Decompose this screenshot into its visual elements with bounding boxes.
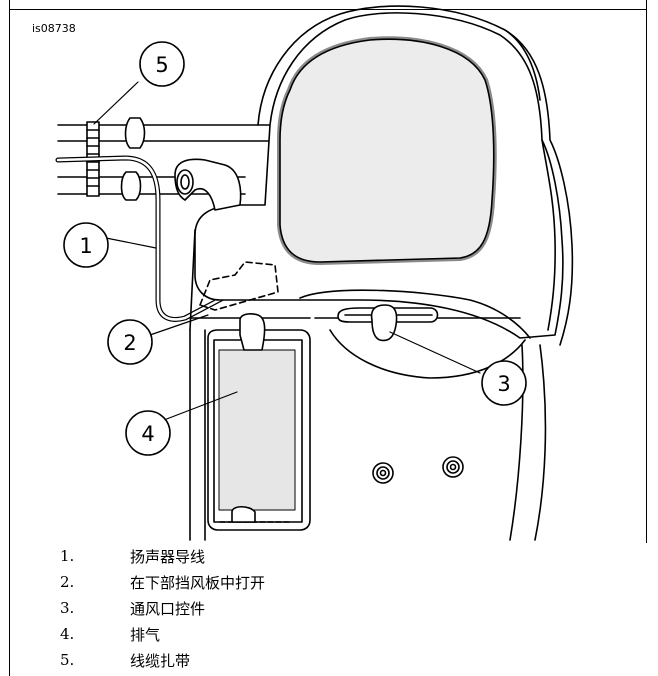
legend-number: 1. xyxy=(60,547,75,565)
legend-item: 3. 通风口控件 xyxy=(60,595,620,621)
figure-legend: 1. 扬声器导线 2. 在下部挡风板中打开 3. 通风口控件 4. 排气 5. … xyxy=(60,543,620,673)
callout-5-circle xyxy=(139,41,185,87)
callout-4-label: 4 xyxy=(141,422,154,446)
callout-circles xyxy=(63,41,527,456)
legend-number: 3. xyxy=(60,599,75,617)
frame-right-border xyxy=(646,0,647,543)
fairing-illustration: 5 1 2 3 4 xyxy=(55,5,574,541)
callout-2-label: 2 xyxy=(123,331,136,355)
speaker-wire xyxy=(55,155,283,322)
fairing-window xyxy=(277,36,497,265)
callout-3-label: 3 xyxy=(497,372,510,396)
tube-clamp xyxy=(174,158,242,211)
legend-number: 2. xyxy=(60,573,75,591)
callout-1-circle xyxy=(63,222,109,268)
lower-fairing-opening xyxy=(199,261,279,311)
legend-text: 在下部挡风板中打开 xyxy=(130,573,266,592)
vent-control xyxy=(337,304,439,342)
legend-item: 5. 线缆扎带 xyxy=(60,647,620,673)
legend-item: 1. 扬声器导线 xyxy=(60,543,620,569)
fairing-bolts xyxy=(372,456,464,484)
legend-number: 4. xyxy=(60,625,75,643)
frame-left-border xyxy=(9,0,10,676)
callout-5-label: 5 xyxy=(155,53,168,77)
legend-text: 线缆扎带 xyxy=(130,651,191,670)
callout-4-circle xyxy=(125,410,171,456)
figure-id: is08738 xyxy=(32,22,76,35)
callout-leaders xyxy=(93,81,481,421)
callout-2-circle xyxy=(107,319,153,365)
legend-text: 排气 xyxy=(130,625,161,644)
legend-number: 5. xyxy=(60,651,75,669)
legend-text: 扬声器导线 xyxy=(130,547,206,566)
callout-3-circle xyxy=(481,360,527,406)
frame-top-border xyxy=(9,9,647,10)
vent-door xyxy=(207,313,311,531)
legend-text: 通风口控件 xyxy=(130,599,206,618)
legend-item: 4. 排气 xyxy=(60,621,620,647)
legend-item: 2. 在下部挡风板中打开 xyxy=(60,569,620,595)
callout-1-label: 1 xyxy=(79,234,92,258)
